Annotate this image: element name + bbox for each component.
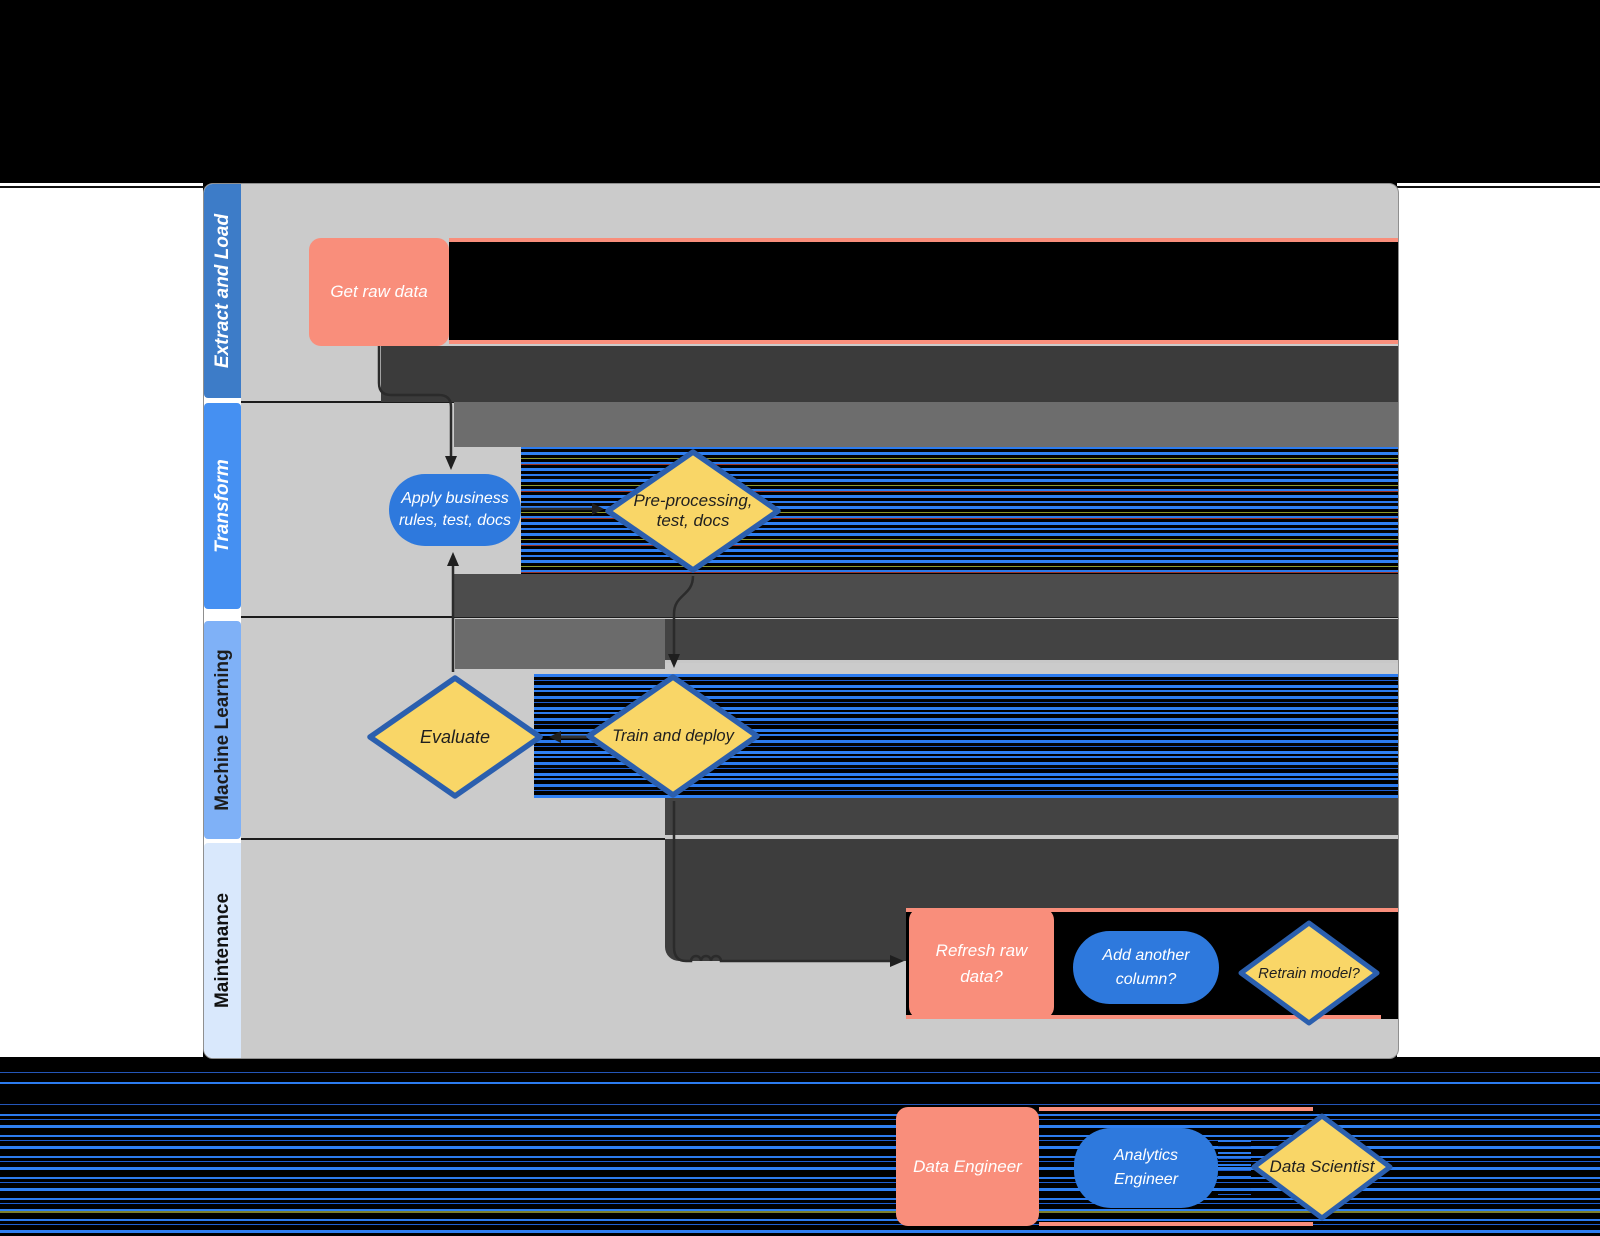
stripe-glitch-band	[1218, 1140, 1251, 1196]
lane-divider	[241, 616, 1398, 618]
smear-band-get-raw-data	[449, 238, 1398, 344]
legend-label: Data Engineer	[913, 1156, 1022, 1176]
glitch-light-line	[665, 835, 1398, 839]
legend-smear-band	[1039, 1107, 1313, 1226]
node-retrain-model[interactable]: Retrain model?	[1237, 919, 1381, 1027]
legend-item-data-scientist[interactable]: Data Scientist	[1250, 1112, 1394, 1222]
node-label: Add another column?	[1102, 946, 1190, 988]
node-evaluate[interactable]: Evaluate	[366, 674, 544, 800]
lane-header-transform: Transform	[204, 403, 241, 609]
swimlane-diagram: Get raw data Apply business rules, test,…	[203, 183, 1399, 1059]
node-preprocessing[interactable]: Pre-processing, test, docs	[604, 448, 782, 574]
shadow-band	[665, 619, 1398, 660]
shadow-band	[454, 574, 1398, 617]
legend-label: Analytics Engineer	[1113, 1147, 1179, 1188]
node-train-and-deploy[interactable]: Train and deploy	[585, 673, 761, 799]
node-label: Retrain model?	[1258, 964, 1360, 982]
shadow-band	[454, 402, 1398, 447]
glitch-olive-line	[0, 1211, 1600, 1213]
shadow-band	[381, 346, 1398, 402]
node-label: Train and deploy	[612, 726, 734, 745]
node-refresh-raw-data[interactable]: Refresh raw data?	[909, 908, 1054, 1019]
node-label: Evaluate	[419, 726, 491, 747]
node-get-raw-data[interactable]: Get raw data	[309, 238, 449, 346]
right-margin	[1397, 183, 1600, 1057]
lane-header-machine-learning: Machine Learning	[204, 621, 241, 839]
node-label: Pre-processing, test, docs	[633, 491, 753, 530]
node-add-another-column[interactable]: Add another column?	[1073, 931, 1219, 1004]
shadow-band	[665, 798, 1398, 835]
node-label: Refresh raw data?	[935, 941, 1028, 986]
glitch-stripe-field-sparse	[0, 1063, 1600, 1110]
lane-label: Machine Learning	[211, 649, 233, 811]
arrowhead-down-icon	[445, 456, 457, 470]
node-apply-business-rules[interactable]: Apply business rules, test, docs	[389, 474, 521, 546]
node-label: Apply business rules, test, docs	[398, 489, 512, 529]
legend-label: Data Scientist	[1269, 1157, 1375, 1176]
lane-header-extract-and-load: Extract and Load	[204, 184, 241, 398]
shadow-band	[665, 839, 1398, 908]
lane-label: Transform	[211, 459, 233, 553]
lane-label: Maintenance	[211, 892, 233, 1009]
lane-header-maintenance: Maintenance	[204, 843, 241, 1058]
shadow-band	[665, 908, 909, 961]
lane-label: Extract and Load	[211, 213, 233, 369]
node-label: Get raw data	[330, 282, 428, 301]
legend-item-data-engineer[interactable]: Data Engineer	[896, 1107, 1039, 1226]
glitch-light-line	[665, 660, 1398, 663]
legend-item-analytics-engineer[interactable]: Analytics Engineer	[1074, 1128, 1218, 1208]
arrowhead-up-icon	[447, 552, 459, 566]
shadow-band	[455, 619, 665, 669]
stripe-glitch-band	[1381, 934, 1398, 1019]
left-margin	[0, 183, 203, 1057]
